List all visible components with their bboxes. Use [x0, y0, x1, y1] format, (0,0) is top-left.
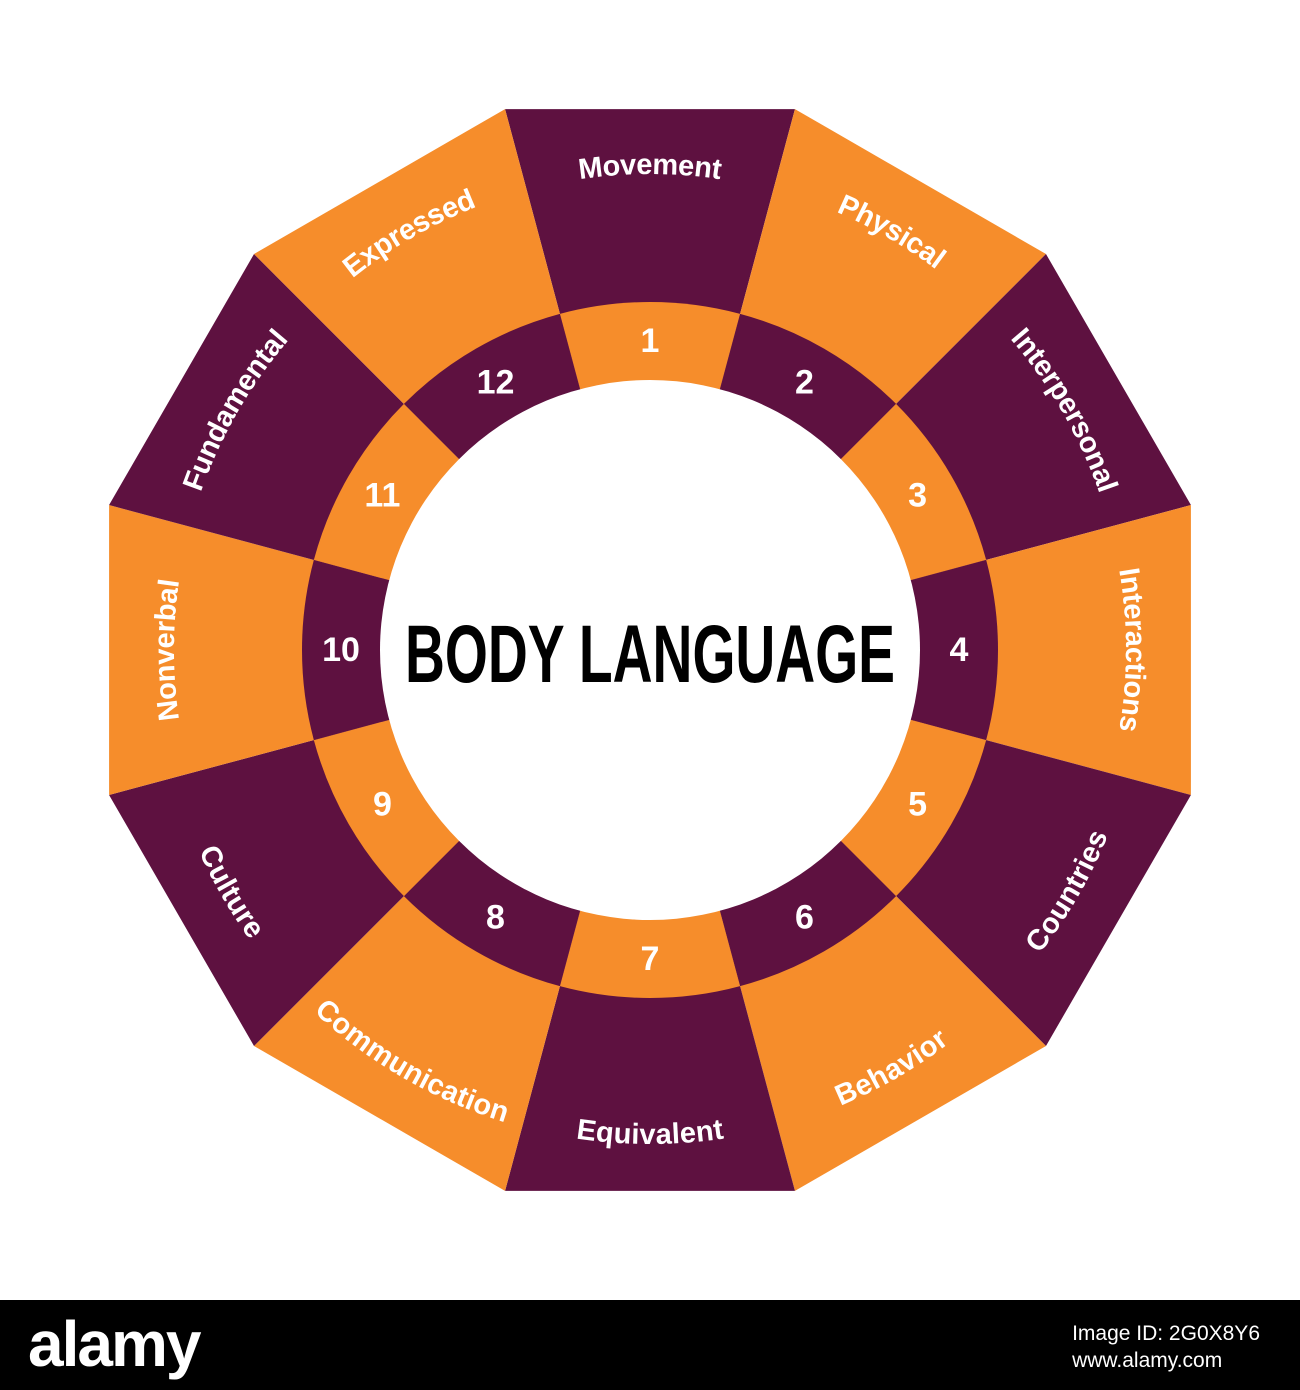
stock-watermark-bar: alamy Image ID: 2G0X8Y6 www.alamy.com: [0, 1300, 1300, 1390]
segment-number-8: 8: [486, 899, 505, 937]
outer-label-text-1: Movement: [577, 149, 725, 186]
segment-number-9: 9: [373, 786, 392, 824]
center-title: BODY LANGUAGE: [405, 609, 895, 700]
segment-number-12: 12: [477, 363, 515, 401]
outer-label-text-10: Nonverbal: [149, 577, 186, 723]
alamy-logo: alamy: [28, 1308, 201, 1380]
segment-number-3: 3: [908, 477, 927, 515]
site-url-text: www.alamy.com: [1072, 1349, 1223, 1372]
stock-info: Image ID: 2G0X8Y6 www.alamy.com: [1072, 1320, 1260, 1374]
outer-label-1: Movement: [577, 149, 725, 186]
image-id-text: Image ID: 2G0X8Y6: [1072, 1322, 1260, 1345]
center-circle: [380, 380, 920, 920]
outer-label-7: Equivalent: [575, 1114, 726, 1151]
outer-label-text-7: Equivalent: [575, 1114, 726, 1151]
outer-label-10: Nonverbal: [149, 577, 186, 723]
segment-number-11: 11: [364, 477, 400, 515]
segment-number-6: 6: [795, 899, 814, 937]
body-language-wheel-diagram: MovementPhysicalInterpersonalInteraction…: [109, 109, 1191, 1191]
segment-number-4: 4: [950, 631, 969, 669]
segment-number-10: 10: [322, 631, 360, 669]
segment-number-5: 5: [908, 786, 927, 824]
segment-number-2: 2: [795, 363, 814, 401]
segment-number-7: 7: [641, 940, 660, 978]
segment-number-1: 1: [641, 322, 660, 360]
